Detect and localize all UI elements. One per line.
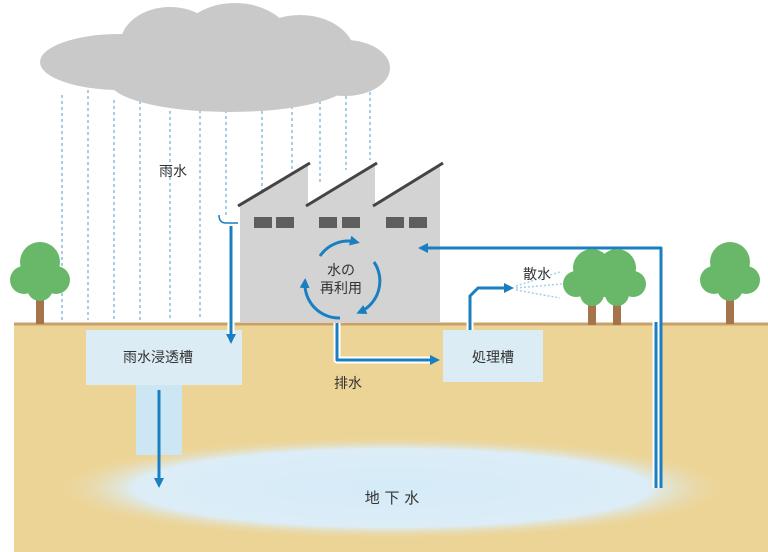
cloud-icon [40,3,390,112]
drainage-label: 排水 [334,376,362,392]
sprinkling-arrow [468,283,514,330]
tree-icon [590,249,646,325]
drainage-arrow [335,323,440,365]
reuse-return-arrow [418,243,663,488]
groundwater-area [50,436,734,540]
tree-icon [700,242,760,324]
reuse-label-line1: 水の [327,263,355,279]
factory-windows [254,217,427,228]
sprinkler-icon [515,271,563,299]
infiltration-tank-label: 雨水浸透槽 [123,350,193,366]
tree-icon [10,242,70,324]
treatment-tank [443,330,543,382]
groundwater-label: 地 下 水 [365,489,420,507]
sprinkling-label: 散水 [523,267,551,283]
recycle-arrows-icon [299,235,382,320]
treatment-tank-label: 処理槽 [472,350,514,366]
water-pipes [154,226,663,488]
roof-gutter [218,214,238,224]
infiltration-tank [86,330,242,385]
reuse-label-line2: 再利用 [320,281,362,297]
rainwater-label: 雨水 [159,164,187,180]
